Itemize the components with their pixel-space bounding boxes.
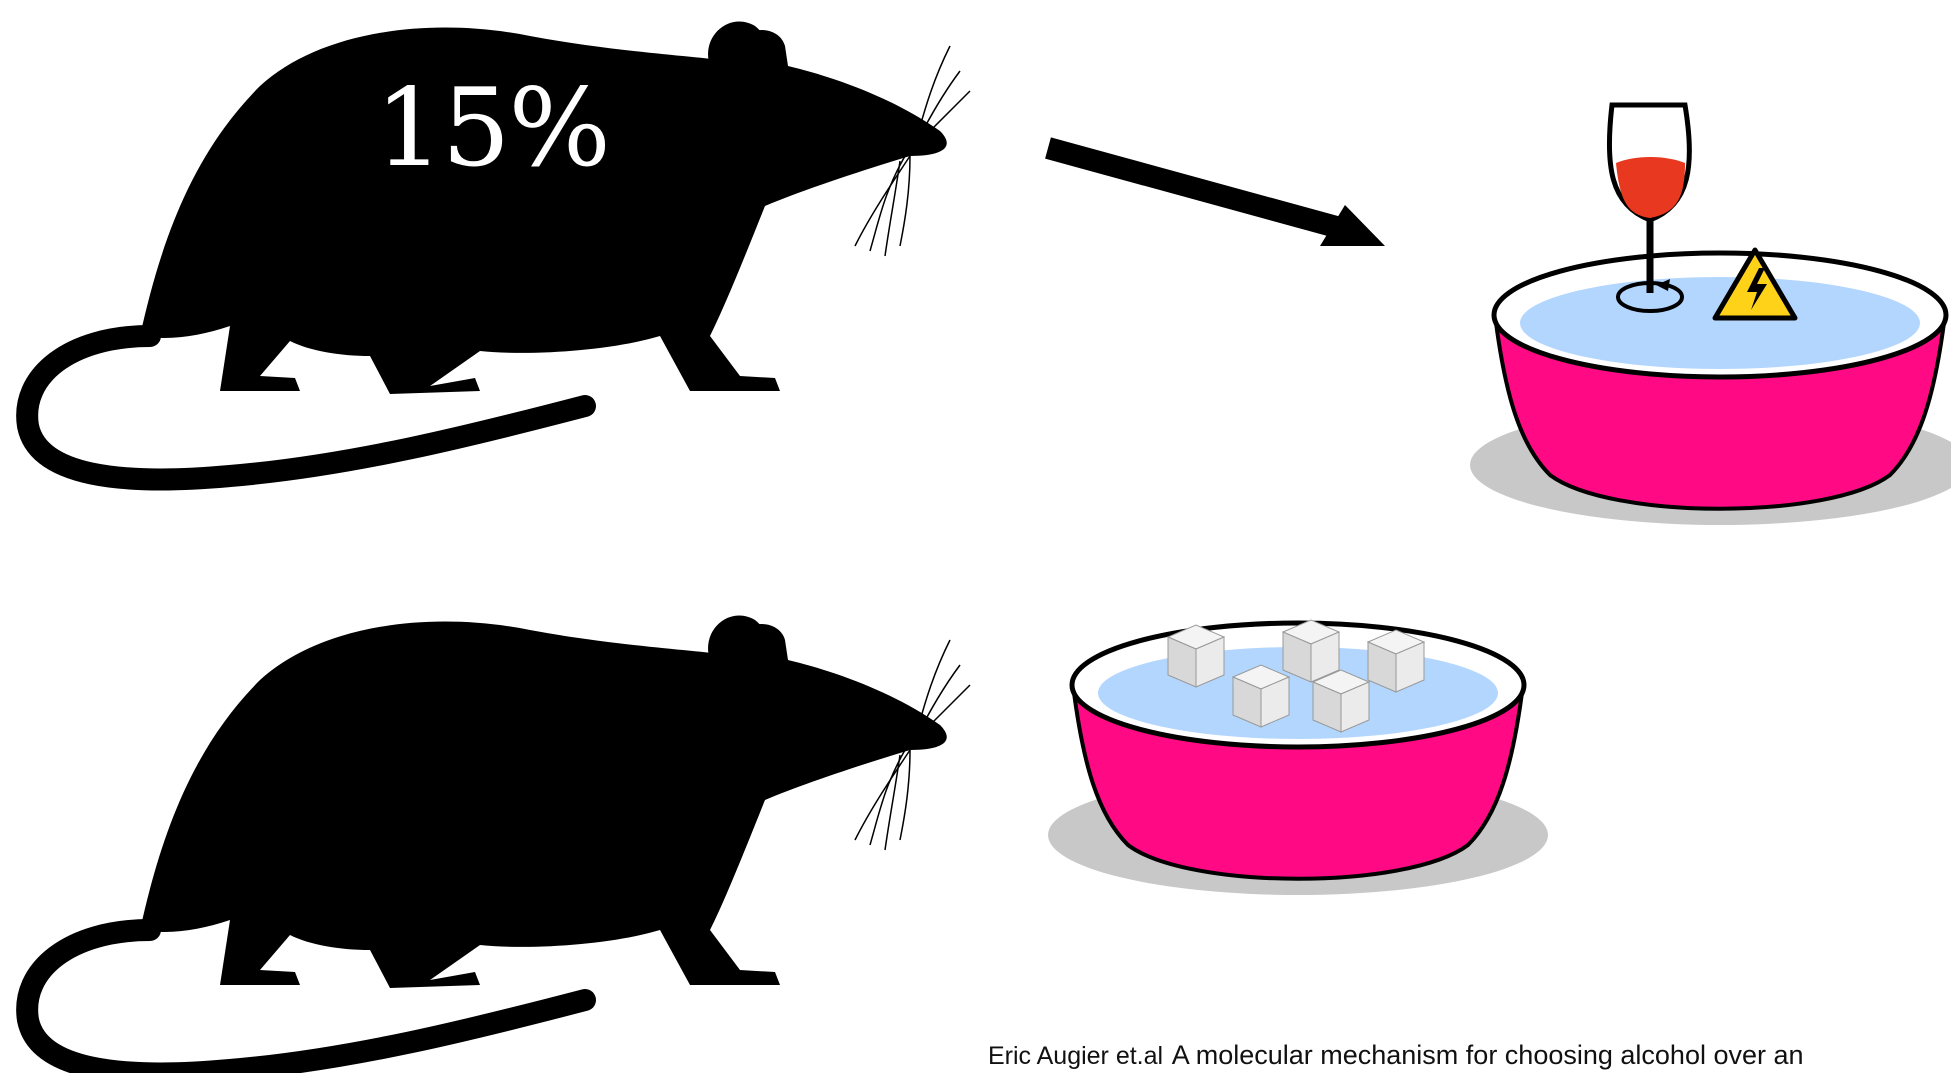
sugar-cube-icon [1367, 629, 1425, 693]
arrow-right-down-icon [1045, 137, 1385, 246]
sugar-cube-icon [1232, 664, 1290, 728]
concentration-label: 15% [375, 66, 611, 191]
rat-silhouette-bottom [27, 616, 970, 1073]
sugar-cube-icon [1282, 619, 1340, 683]
bowl-with-sugar-cubes-icon [1048, 619, 1548, 895]
sugar-cube-icon [1312, 669, 1370, 733]
citation-title: A molecular mechanism for choosing alcoh… [1171, 1040, 1804, 1070]
wine-glass-icon [1606, 102, 1692, 313]
citation-author: Eric Augier et.al [988, 1042, 1164, 1070]
rat-silhouette-icon [27, 616, 970, 1073]
bowl-with-wine-and-shock-icon [1470, 102, 1951, 525]
high-voltage-warning-icon [1712, 247, 1798, 321]
sugar-cube-icon [1167, 624, 1225, 688]
citation: Eric Augier et.al A molecular mechanism … [988, 1042, 1804, 1069]
